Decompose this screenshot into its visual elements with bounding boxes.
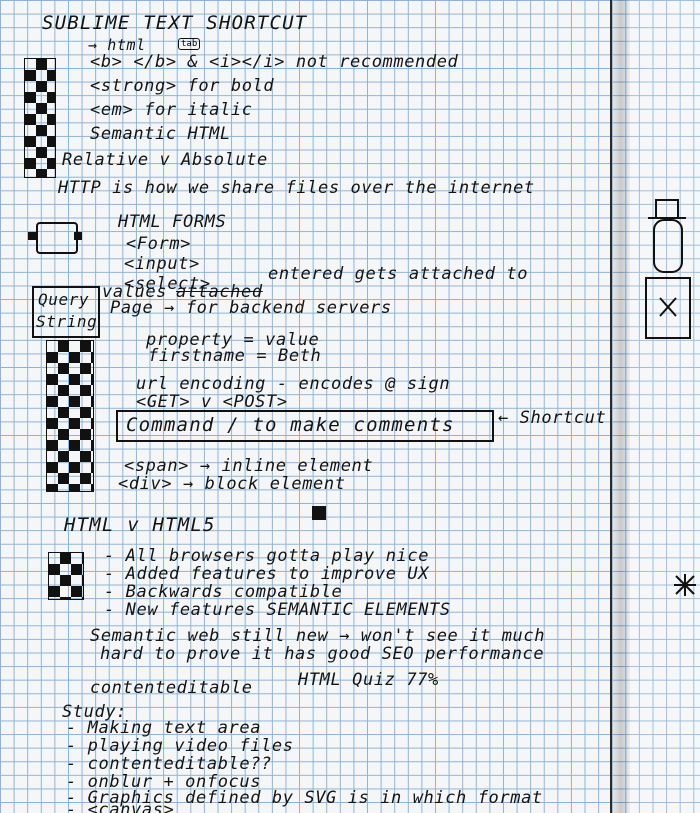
line-semantic: Semantic HTML (90, 124, 231, 144)
property: property = value (146, 330, 320, 350)
html5-bullet-4: - New features SEMANTIC ELEMENTS (104, 600, 451, 620)
line-em: <em> for italic (90, 100, 253, 120)
forms-heading: HTML FORMS (118, 212, 227, 232)
get-post: <GET> v <POST> (136, 392, 288, 412)
query-text-1: values (102, 282, 168, 302)
query-string-box (32, 286, 100, 338)
next-page-edge (628, 0, 700, 813)
shortcut-note: ← Shortcut (498, 408, 607, 428)
html5-bullet-3: - Backwards compatible (104, 582, 343, 602)
forms-input: <input> (124, 254, 200, 274)
query-label-2: String (36, 312, 98, 331)
query-struck: attached (176, 282, 263, 302)
robot-ear-right (74, 232, 82, 240)
div-note: <div> → block element (118, 474, 346, 494)
line-b-i: <b> </b> & <i></i> not recommended (90, 52, 459, 72)
top-hat-figure-doodle (645, 199, 691, 339)
study-heading: Study: (62, 702, 128, 722)
command-box (116, 410, 494, 442)
line-strong: <strong> for bold (90, 76, 275, 96)
quiz-score: HTML Quiz 77% (298, 670, 439, 690)
firstname: firstname = Beth (148, 346, 322, 366)
line-http: HTTP is how we share files over the inte… (58, 178, 535, 198)
filled-square-doodle (312, 506, 326, 520)
semantic-web-1: Semantic web still new → won't see it mu… (90, 626, 546, 646)
title: SUBLIME TEXT SHORTCUT (42, 12, 308, 34)
query-text-2: entered gets attached to (268, 264, 529, 284)
robot-ear-left (28, 232, 36, 240)
doodle-checker-2 (46, 340, 94, 492)
span-note: <span> → inline element (124, 456, 374, 476)
forms-form: <Form> (126, 234, 192, 254)
contenteditable: contenteditable (90, 678, 253, 698)
query-text-3: Page → for backend servers (110, 298, 392, 318)
doodle-checker-3 (48, 552, 84, 600)
asterisk-doodle (674, 574, 696, 596)
url-encoding: url encoding - encodes @ sign (136, 374, 451, 394)
html5-bullet-2: - Added features to improve UX (104, 564, 430, 584)
command: Command / to make comments (126, 414, 455, 436)
notebook-gutter (610, 0, 630, 813)
query-label-1: Query (38, 290, 90, 309)
study-item-4: - onblur + onfocus (66, 772, 262, 792)
study-item-3: - contenteditable?? (66, 754, 272, 774)
doodle-checker-1 (24, 58, 56, 178)
line-relative: Relative v Absolute (62, 150, 268, 170)
robot-face-doodle (36, 222, 78, 254)
study-item-6: - <canvas> (66, 800, 175, 813)
forms-select: <select> (124, 274, 211, 294)
html-v-html5: HTML v HTML5 (64, 514, 216, 536)
semantic-web-2: hard to prove it has good SEO performanc… (100, 644, 545, 664)
html5-bullet-1: - All browsers gotta play nice (104, 546, 430, 566)
tab-key: tab (178, 38, 201, 50)
study-item-1: - Making text area (66, 718, 262, 738)
html-shortcut: → html (88, 36, 146, 54)
study-item-5: - Graphics defined by SVG is in which fo… (66, 788, 543, 808)
study-item-2: - playing video files (66, 736, 294, 756)
